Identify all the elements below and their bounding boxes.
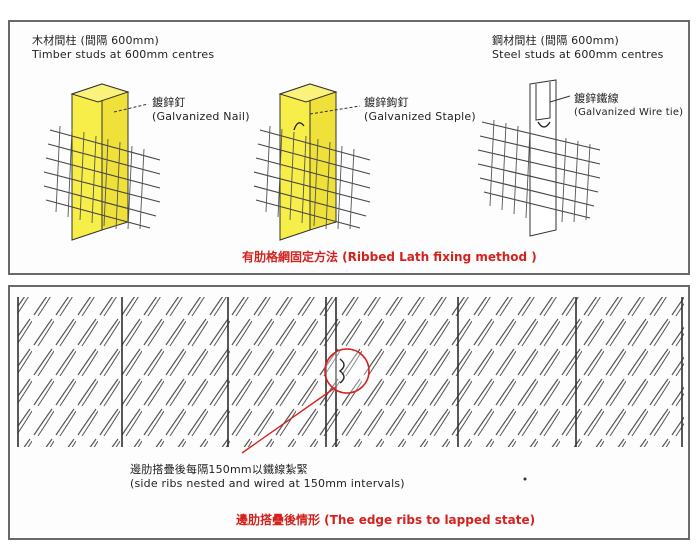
lapped-state-caption: 邊肋搭疊後情形 (The edge ribs to lapped state) [236, 513, 536, 527]
steel-stud-wire-tie-illustration [477, 79, 601, 237]
wire-tie-detail [338, 358, 345, 384]
lath-ribs [17, 297, 683, 447]
timber-stud-staple-illustration [253, 83, 371, 241]
wire-tie-highlight-circle [324, 348, 370, 394]
timber-studs-label-zh: 木材間柱 (間隔 600mm) [32, 34, 160, 47]
steel-studs-label-zh: 鋼材間柱 (間隔 600mm) [492, 34, 620, 47]
fixing-method-caption: 有肋格網固定方法 (Ribbed Lath fixing method ) [242, 250, 537, 264]
callout-leader-line [241, 386, 337, 454]
speck-dot [523, 477, 527, 481]
galvanized-nail-label-en: (Galvanized Nail) [152, 110, 250, 123]
side-ribs-note-en: (side ribs nested and wired at 150mm int… [130, 477, 405, 490]
timber-studs-label-en: Timber studs at 600mm centres [32, 48, 215, 61]
timber-stud-nail-illustration [43, 83, 161, 241]
fixing-method-panel: 木材間柱 (間隔 600mm) Timber studs at 600mm ce… [8, 20, 690, 275]
fixing-method-illustrations [43, 79, 601, 241]
lapped-edge-panel: 邊肋搭疊後每隔150mm以鐵線紮緊 (side ribs nested and … [8, 285, 690, 540]
wire-tie-label-zh: 鍍鋅鐵線 [574, 92, 619, 105]
side-ribs-note-zh: 邊肋搭疊後每隔150mm以鐵線紮緊 [130, 463, 308, 476]
galvanized-staple-label-zh: 鍍鋅鉤釘 [364, 96, 409, 109]
galvanized-staple-label-en: (Galvanized Staple) [364, 110, 476, 123]
wire-tie-label-en: (Galvanized Wire tie) [574, 107, 684, 118]
lapped-lath-illustration [17, 297, 684, 481]
galvanized-nail-label-zh: 鍍鋅釘 [152, 96, 186, 109]
lath-mesh [18, 297, 684, 447]
steel-studs-label-en: Steel studs at 600mm centres [492, 48, 664, 61]
